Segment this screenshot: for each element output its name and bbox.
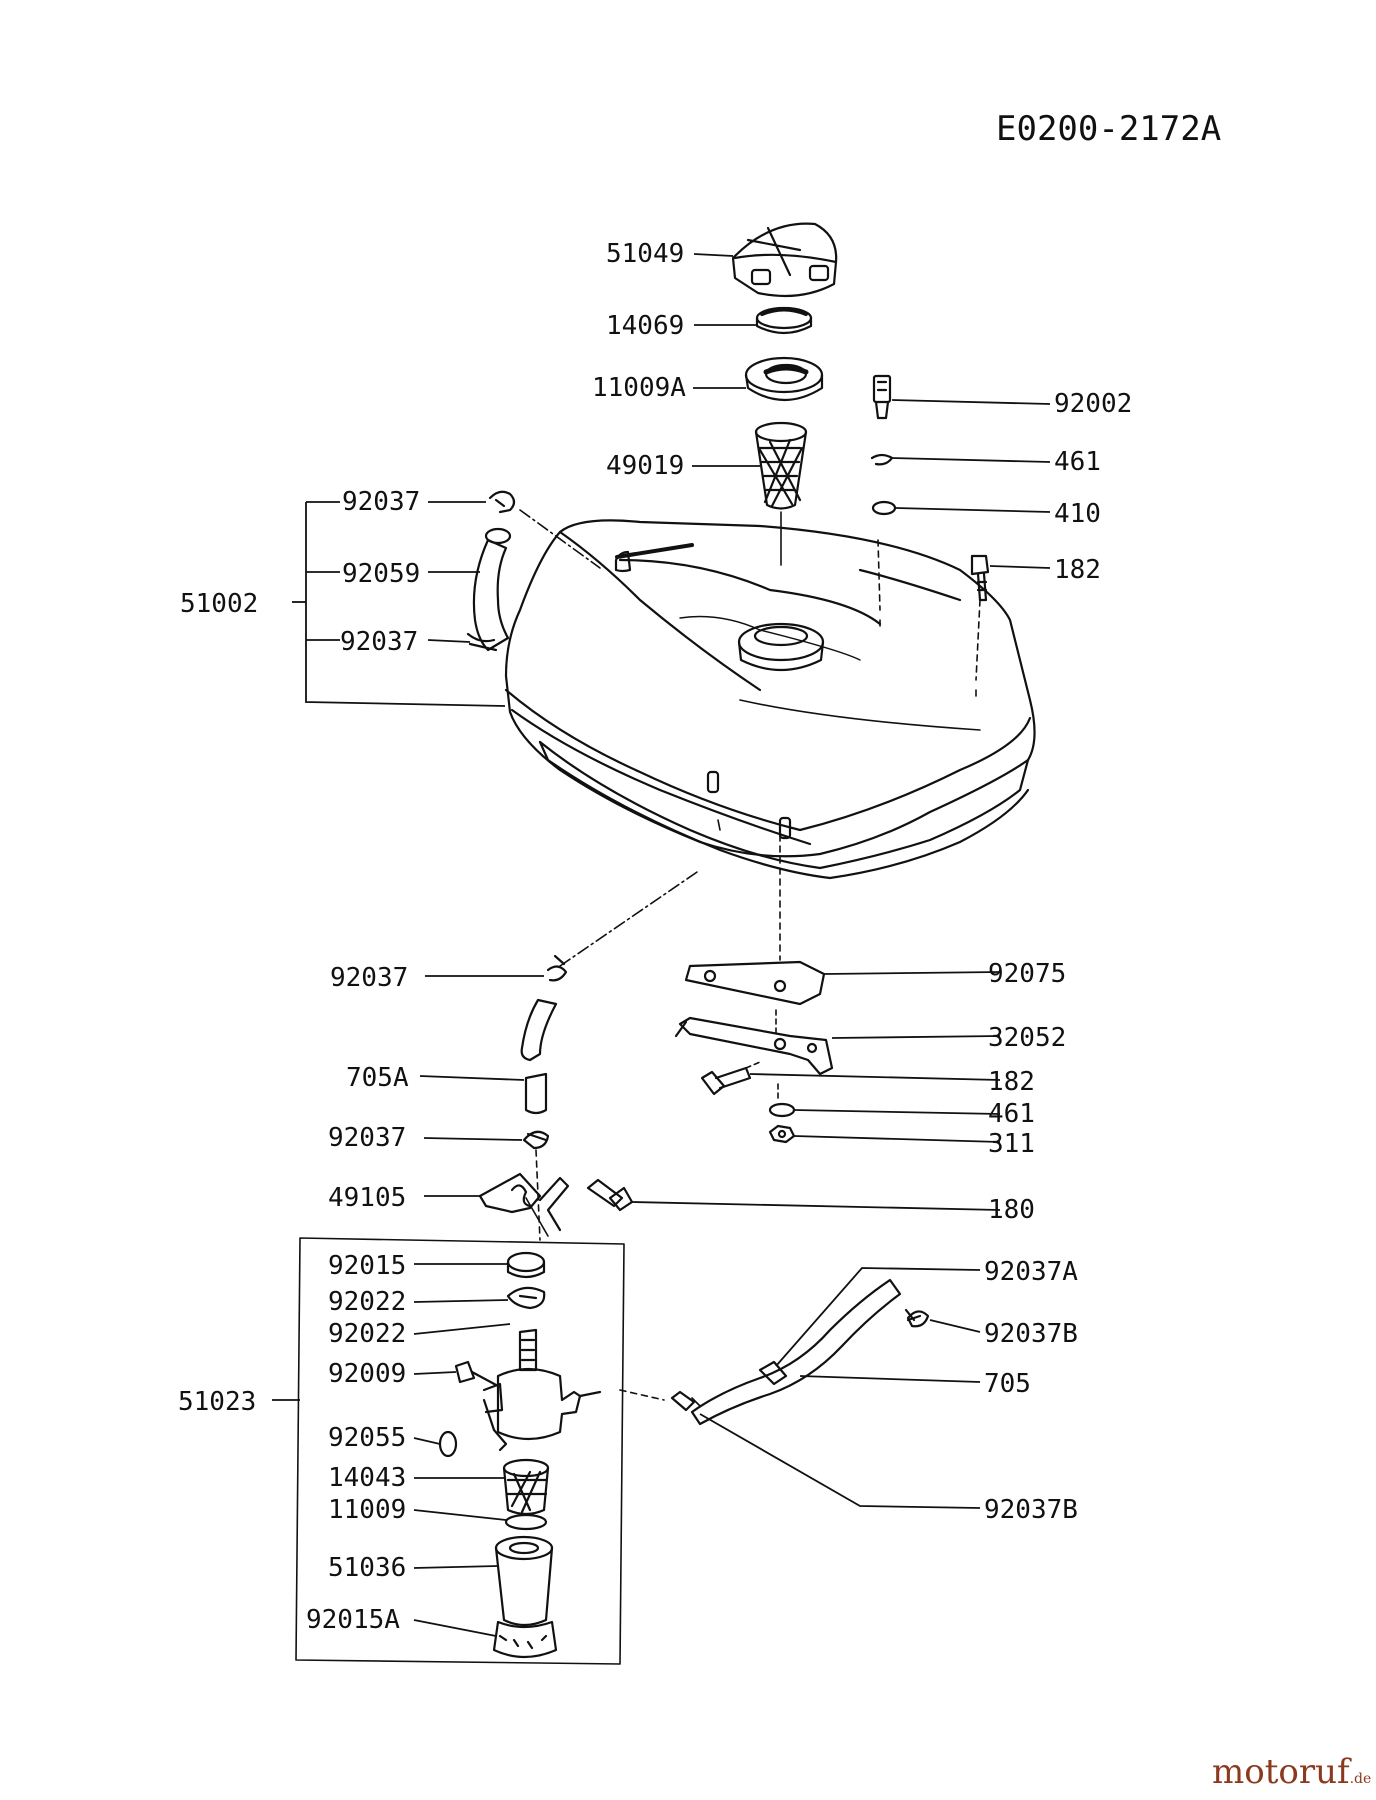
part-label-92037-upper[interactable]: 92037	[342, 487, 420, 517]
watermark-tld: .de	[1349, 1771, 1372, 1787]
part-label-51036[interactable]: 51036	[328, 1553, 406, 1583]
cock-filter-part[interactable]	[502, 1458, 550, 1516]
part-label-92037b-upper[interactable]: 92037B	[984, 1319, 1078, 1349]
lower-fuel-line-part[interactable]	[520, 869, 701, 1241]
part-label-182-lower[interactable]: 182	[988, 1067, 1035, 1097]
part-label-92015a[interactable]: 92015A	[306, 1605, 400, 1635]
part-label-705[interactable]: 705	[984, 1369, 1031, 1399]
cup-ring-nut-part[interactable]	[492, 1620, 558, 1659]
part-label-92037-clamp[interactable]: 92037	[328, 1123, 406, 1153]
filler-neck-part[interactable]	[744, 356, 824, 402]
part-label-92037b-lower[interactable]: 92037B	[984, 1495, 1078, 1525]
part-label-92037a[interactable]: 92037A	[984, 1257, 1078, 1287]
clip-bolt-part[interactable]	[586, 1178, 634, 1212]
return-line-clamp-part[interactable]	[904, 1308, 930, 1328]
part-label-49019[interactable]: 49019	[606, 451, 684, 481]
cock-gasket-lower-part[interactable]	[504, 1513, 548, 1531]
tank-vent-bolt-part[interactable]	[872, 374, 892, 420]
part-label-92037-mid[interactable]: 92037	[330, 963, 408, 993]
part-label-11009a[interactable]: 11009A	[592, 373, 686, 403]
part-label-311[interactable]: 311	[988, 1129, 1035, 1159]
part-label-461-lower[interactable]: 461	[988, 1099, 1035, 1129]
fuel-tank-part[interactable]	[504, 519, 1036, 961]
part-label-461-upper[interactable]: 461	[1054, 447, 1101, 477]
part-label-51002[interactable]: 51002	[180, 589, 258, 619]
part-label-180[interactable]: 180	[988, 1195, 1035, 1225]
cock-gasket-part[interactable]	[506, 1251, 546, 1279]
watermark: motoruf.de	[1212, 1752, 1371, 1792]
leader-lines	[272, 253, 1051, 1637]
watermark-brand: motoruf	[1212, 1752, 1350, 1792]
fuel-cock-assembly-part[interactable]	[295, 1237, 625, 1665]
part-label-92002[interactable]: 92002	[1054, 389, 1132, 419]
fuel-cock-clip-part[interactable]	[478, 1172, 570, 1237]
plain-washer-part[interactable]	[871, 500, 897, 516]
part-label-51023[interactable]: 51023	[178, 1387, 256, 1417]
fuel-cap-part[interactable]	[731, 222, 838, 298]
bracket-washer-part[interactable]	[768, 1083, 796, 1118]
return-fuel-line-part[interactable]	[619, 1278, 922, 1426]
cock-o-ring-part[interactable]	[438, 1430, 458, 1458]
sediment-cup-part[interactable]	[494, 1535, 554, 1627]
bracket-nut-part[interactable]	[768, 1124, 796, 1144]
cock-washer-part[interactable]	[506, 1286, 546, 1310]
part-label-49105[interactable]: 49105	[328, 1183, 406, 1213]
part-label-410[interactable]: 410	[1054, 499, 1101, 529]
cap-gasket-part[interactable]	[755, 306, 813, 335]
tank-bolt-part[interactable]	[970, 554, 990, 602]
lock-washer-part[interactable]	[870, 453, 894, 466]
part-label-92015[interactable]: 92015	[328, 1251, 406, 1281]
part-label-92075[interactable]: 92075	[988, 959, 1066, 989]
bracket-bolt-part[interactable]	[700, 1061, 761, 1096]
drawing-code: E0200-2172A	[996, 109, 1221, 149]
part-label-92059[interactable]: 92059	[342, 559, 420, 589]
part-label-92022-second[interactable]: 92022	[328, 1319, 406, 1349]
fuel-strainer-part[interactable]	[754, 421, 808, 566]
part-label-14069[interactable]: 14069	[606, 311, 684, 341]
tank-mount-bracket-part[interactable]	[674, 1009, 834, 1076]
part-label-14043[interactable]: 14043	[328, 1463, 406, 1493]
part-label-182-upper[interactable]: 182	[1054, 555, 1101, 585]
part-label-92037-hose-lower[interactable]: 92037	[340, 627, 418, 657]
part-label-32052[interactable]: 32052	[988, 1023, 1066, 1053]
part-label-92009[interactable]: 92009	[328, 1359, 406, 1389]
part-label-92055[interactable]: 92055	[328, 1423, 406, 1453]
part-label-11009[interactable]: 11009	[328, 1495, 406, 1525]
upper-hose-part[interactable]	[466, 490, 601, 652]
cock-screw-part[interactable]	[454, 1360, 500, 1388]
cock-body-part[interactable]	[482, 1328, 602, 1452]
tank-bracket-plate-part[interactable]	[684, 960, 826, 1006]
part-label-92022-first[interactable]: 92022	[328, 1287, 406, 1317]
part-label-705a[interactable]: 705A	[346, 1063, 409, 1093]
part-label-51049[interactable]: 51049	[606, 239, 684, 269]
